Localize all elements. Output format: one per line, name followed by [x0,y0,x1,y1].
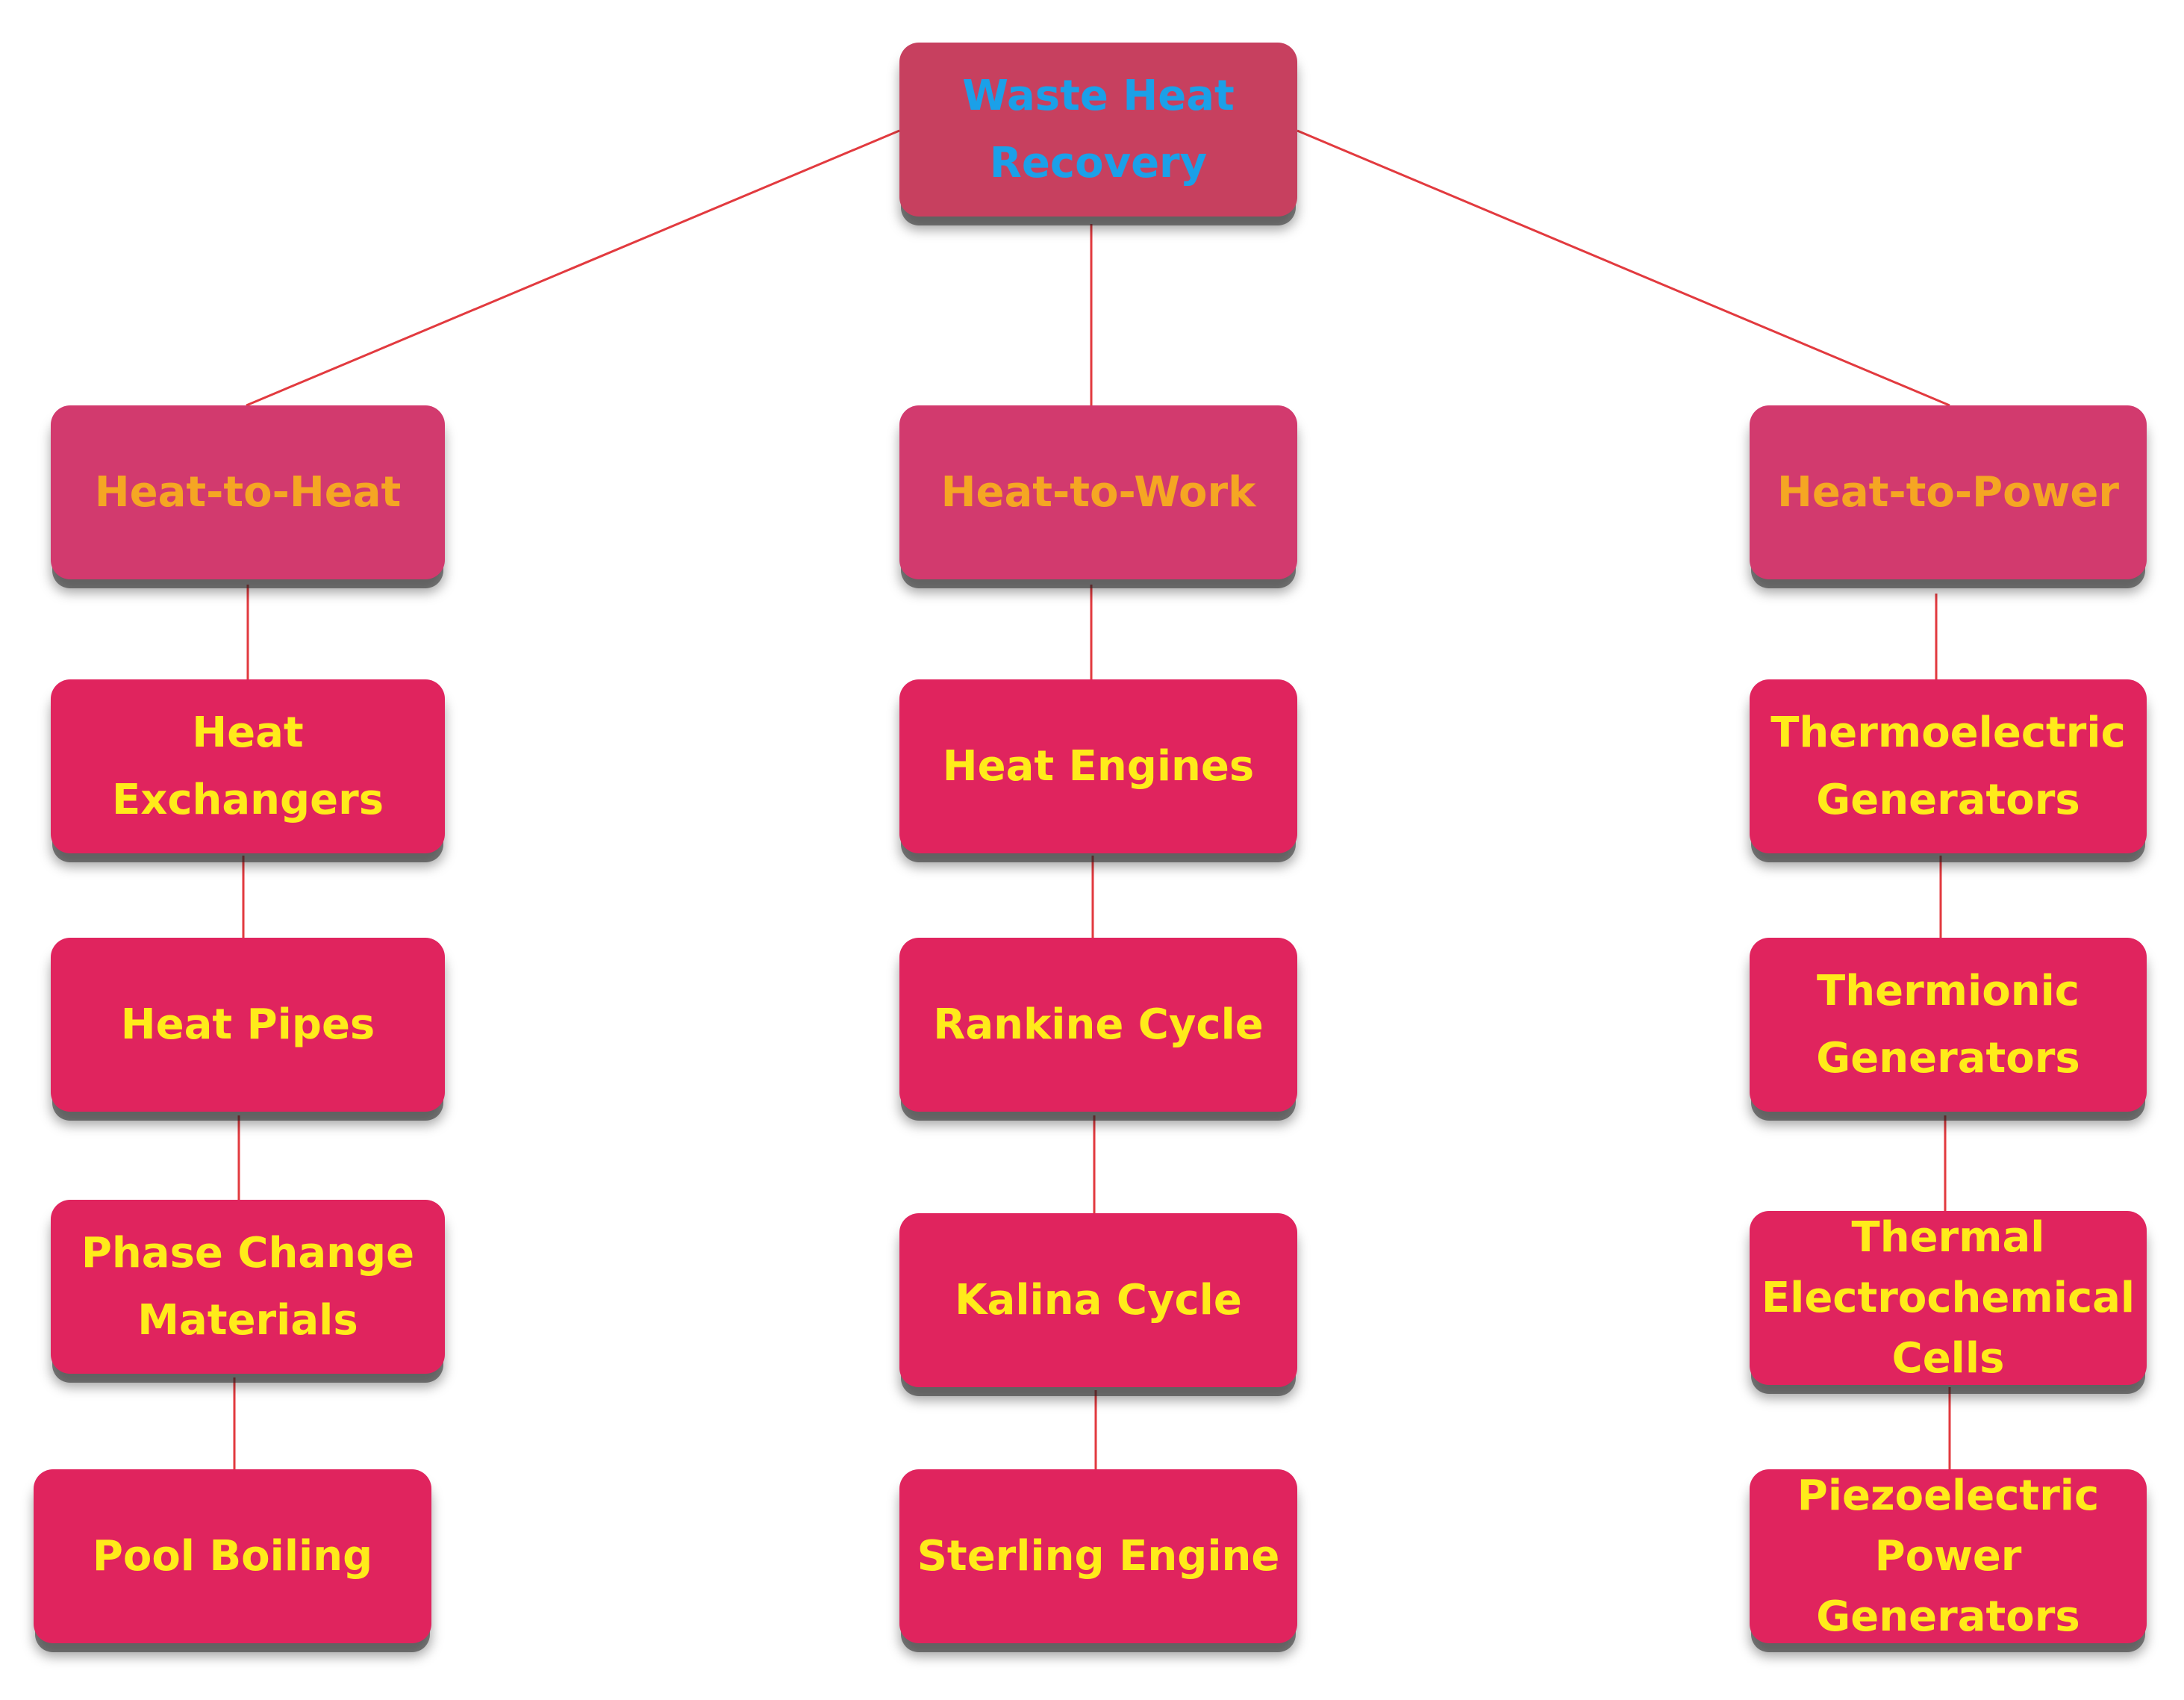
leaf-thermionic-generators: Thermionic Generators [1750,938,2147,1112]
leaf-label: Pool Boiling [92,1531,373,1581]
leaf-label: Piezoelectric Power Generators [1797,1471,2100,1642]
leaf-pool-boiling: Pool Boiling [34,1469,431,1643]
leaf-label: Heat Engines [942,741,1255,791]
leaf-label: Sterling Engine [917,1531,1280,1581]
leaf-phase-change-materials: Phase Change Materials [51,1200,445,1374]
root-node: Waste Heat Recovery [899,43,1297,217]
connector-root-heat-to-power [1297,129,1950,407]
leaf-rankine-cycle: Rankine Cycle [899,938,1297,1112]
leaf-label: Kalina Cycle [955,1275,1242,1324]
leaf-label: Heat Pipes [120,1000,375,1049]
leaf-thermal-electrochemical-cells: Thermal Electrochemical Cells [1750,1211,2147,1385]
leaf-thermoelectric-generators: Thermoelectric Generators [1750,679,2147,853]
leaf-label: Heat Exchangers [111,708,384,824]
leaf-label: Rankine Cycle [933,1000,1264,1049]
leaf-heat-engines: Heat Engines [899,679,1297,853]
leaf-kalina-cycle: Kalina Cycle [899,1213,1297,1387]
leaf-heat-exchangers: Heat Exchangers [51,679,445,853]
category-heat-to-power: Heat-to-Power [1750,405,2147,579]
leaf-label: Phase Change Materials [81,1228,415,1345]
category-label: Heat-to-Work [940,467,1256,517]
leaf-label: Thermionic Generators [1816,966,2080,1083]
leaf-label: Thermal Electrochemical Cells [1761,1212,2135,1383]
leaf-piezoelectric-power-generators: Piezoelectric Power Generators [1750,1469,2147,1643]
category-label: Heat-to-Heat [94,467,402,517]
category-heat-to-work: Heat-to-Work [899,405,1297,579]
connector-root-heat-to-heat [246,129,900,407]
root-label: Waste Heat Recovery [962,71,1235,187]
leaf-sterling-engine: Sterling Engine [899,1469,1297,1643]
leaf-label: Thermoelectric Generators [1770,708,2126,824]
category-label: Heat-to-Power [1777,467,2119,517]
leaf-heat-pipes: Heat Pipes [51,938,445,1112]
category-heat-to-heat: Heat-to-Heat [51,405,445,579]
